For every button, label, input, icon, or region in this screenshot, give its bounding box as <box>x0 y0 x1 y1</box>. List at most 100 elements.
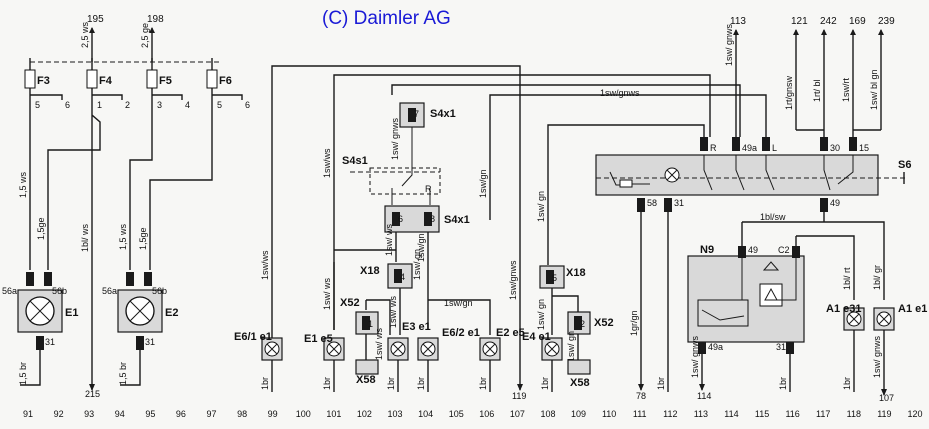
wire-label: 1sw/ ws <box>388 295 398 328</box>
pin-label: 8 <box>430 214 435 224</box>
wire-label: 1br <box>478 377 488 390</box>
ruler-number: 101 <box>326 409 341 419</box>
wire-label: 1br <box>778 377 788 390</box>
ruler-number: 113 <box>694 409 708 419</box>
pin-label: 56b <box>52 286 67 296</box>
pin-label: 31 <box>776 342 786 352</box>
ruler-number: 107 <box>510 409 525 419</box>
wire-label: 1sw/ gn <box>536 191 546 222</box>
ruler-number: 118 <box>847 409 861 419</box>
pin-label: L <box>772 143 777 153</box>
ref-label: 78 <box>636 391 646 401</box>
pin-label: 49 <box>830 198 840 208</box>
pin-label: 7 <box>414 109 419 119</box>
ruler-number: 114 <box>724 409 738 419</box>
pin-label: 15 <box>859 143 869 153</box>
connector-x52-right: 2 X52 1sw/ gn X58 <box>566 311 614 389</box>
wire-label: 1rt/ bl <box>812 79 822 102</box>
wire-label: 1sw/ gnws <box>690 335 700 378</box>
wire-label: 1br <box>540 377 550 390</box>
bottom-references: 215 119 78 114 107 <box>85 389 894 403</box>
wire-label: 1sw/ gn <box>536 299 546 330</box>
fuse-label: F4 <box>99 75 113 87</box>
pin-label: 4 <box>400 272 405 282</box>
wire-label: 2,5 ws <box>80 21 90 48</box>
wire-label: 1sw/rt <box>841 77 851 102</box>
wire-label: 1bl/ gr <box>872 265 882 290</box>
wire-label: 1,5ge <box>36 217 46 240</box>
component-label: X52 <box>340 297 360 309</box>
ruler-number: 92 <box>54 409 64 419</box>
component-label: E1 <box>65 307 78 319</box>
component-label: X18 <box>360 265 380 277</box>
wire-label: 1sw/ gnws <box>390 117 400 160</box>
pin-label: 30 <box>830 143 840 153</box>
pin-label: 4 <box>185 100 190 110</box>
pin-label: 58 <box>647 198 657 208</box>
component-label: E2 <box>165 307 178 319</box>
ruler-number: 94 <box>115 409 125 419</box>
ruler-number: 97 <box>207 409 217 419</box>
wire-label: 1sw/ gnws <box>872 335 882 378</box>
wire-label: 1sw/ws <box>322 148 332 178</box>
ruler-number: 95 <box>145 409 155 419</box>
wire-label: 1,5 br <box>118 362 128 385</box>
wire-label: 1,5 br <box>18 362 28 385</box>
fuse-block: F3 F4 F5 F6 5 6 1 2 3 4 5 6 <box>24 58 250 110</box>
relay-n9: N9 49 C2 49a 31 1sw/ gnws 1br 1sw/ gnws <box>687 244 882 392</box>
wire-label: 1sw/ ws <box>374 327 384 360</box>
pin-label: 31 <box>145 337 155 347</box>
fuse-label: F3 <box>37 75 50 87</box>
ref-198: 198 <box>147 14 164 25</box>
ruler-number: 104 <box>418 409 433 419</box>
switch-s4s1: S4s1 R <box>342 127 441 205</box>
wire-label: 1br <box>656 377 666 390</box>
component-label: S4x1 <box>444 214 470 226</box>
ruler-number: 106 <box>479 409 494 419</box>
pin-label: 2 <box>125 100 130 110</box>
headlamp-e1: 56a 56b 31 E1 <box>2 272 78 386</box>
ruler-number: 96 <box>176 409 186 419</box>
ref-label: 215 <box>85 389 100 399</box>
fuse-f6 <box>206 69 218 89</box>
connector-x18-right: 5 X18 1sw/ gn <box>536 265 586 335</box>
component-label: E1 e5 <box>304 333 333 345</box>
pin-label: 31 <box>674 198 684 208</box>
connector-x52-left: 1 X52 1sw/ ws X58 <box>340 297 391 386</box>
wire-label: 1sw/ gn <box>412 249 422 280</box>
pin-label: 31 <box>45 337 55 347</box>
ruler-number: 105 <box>449 409 464 419</box>
pin-label: 56a <box>102 286 117 296</box>
component-label: E6/1 e1 <box>234 331 272 343</box>
component-label: S6 <box>898 159 911 171</box>
pin-label: 6 <box>65 100 70 110</box>
ruler-number: 119 <box>877 409 891 419</box>
component-label: E4 e1 <box>522 331 551 343</box>
ref-239: 239 <box>878 16 895 27</box>
pin-label: C2 <box>778 245 790 255</box>
component-label: X18 <box>566 267 586 279</box>
component-label: X52 <box>594 317 614 329</box>
wire-label: 1br <box>416 377 426 390</box>
pin-label: 3 <box>157 100 162 110</box>
top-references: 195 198 113 121 242 169 239 <box>87 14 895 137</box>
copyright-label: (C) Daimler AG <box>322 8 451 29</box>
component-label: E3 e1 <box>402 321 431 333</box>
ref-label: 114 <box>697 391 711 401</box>
component-label: E2 e5 <box>496 327 525 339</box>
wire-label: 1sw/gnws <box>600 88 640 98</box>
pin-label: 56b <box>152 286 167 296</box>
pin-label: R <box>710 143 717 153</box>
wire-label: 1br <box>842 377 852 390</box>
wire-label: 1rt/gnsw <box>784 75 794 110</box>
fuse-label: F6 <box>219 75 232 87</box>
wire-label: 1sw/gnws <box>508 260 518 300</box>
component-label: N9 <box>700 244 714 256</box>
component-label: S4x1 <box>430 108 456 120</box>
ref-242: 242 <box>820 16 837 27</box>
wire-label: 1br <box>322 377 332 390</box>
fuse-f5 <box>146 69 158 89</box>
pin-label: 1 <box>368 319 373 329</box>
